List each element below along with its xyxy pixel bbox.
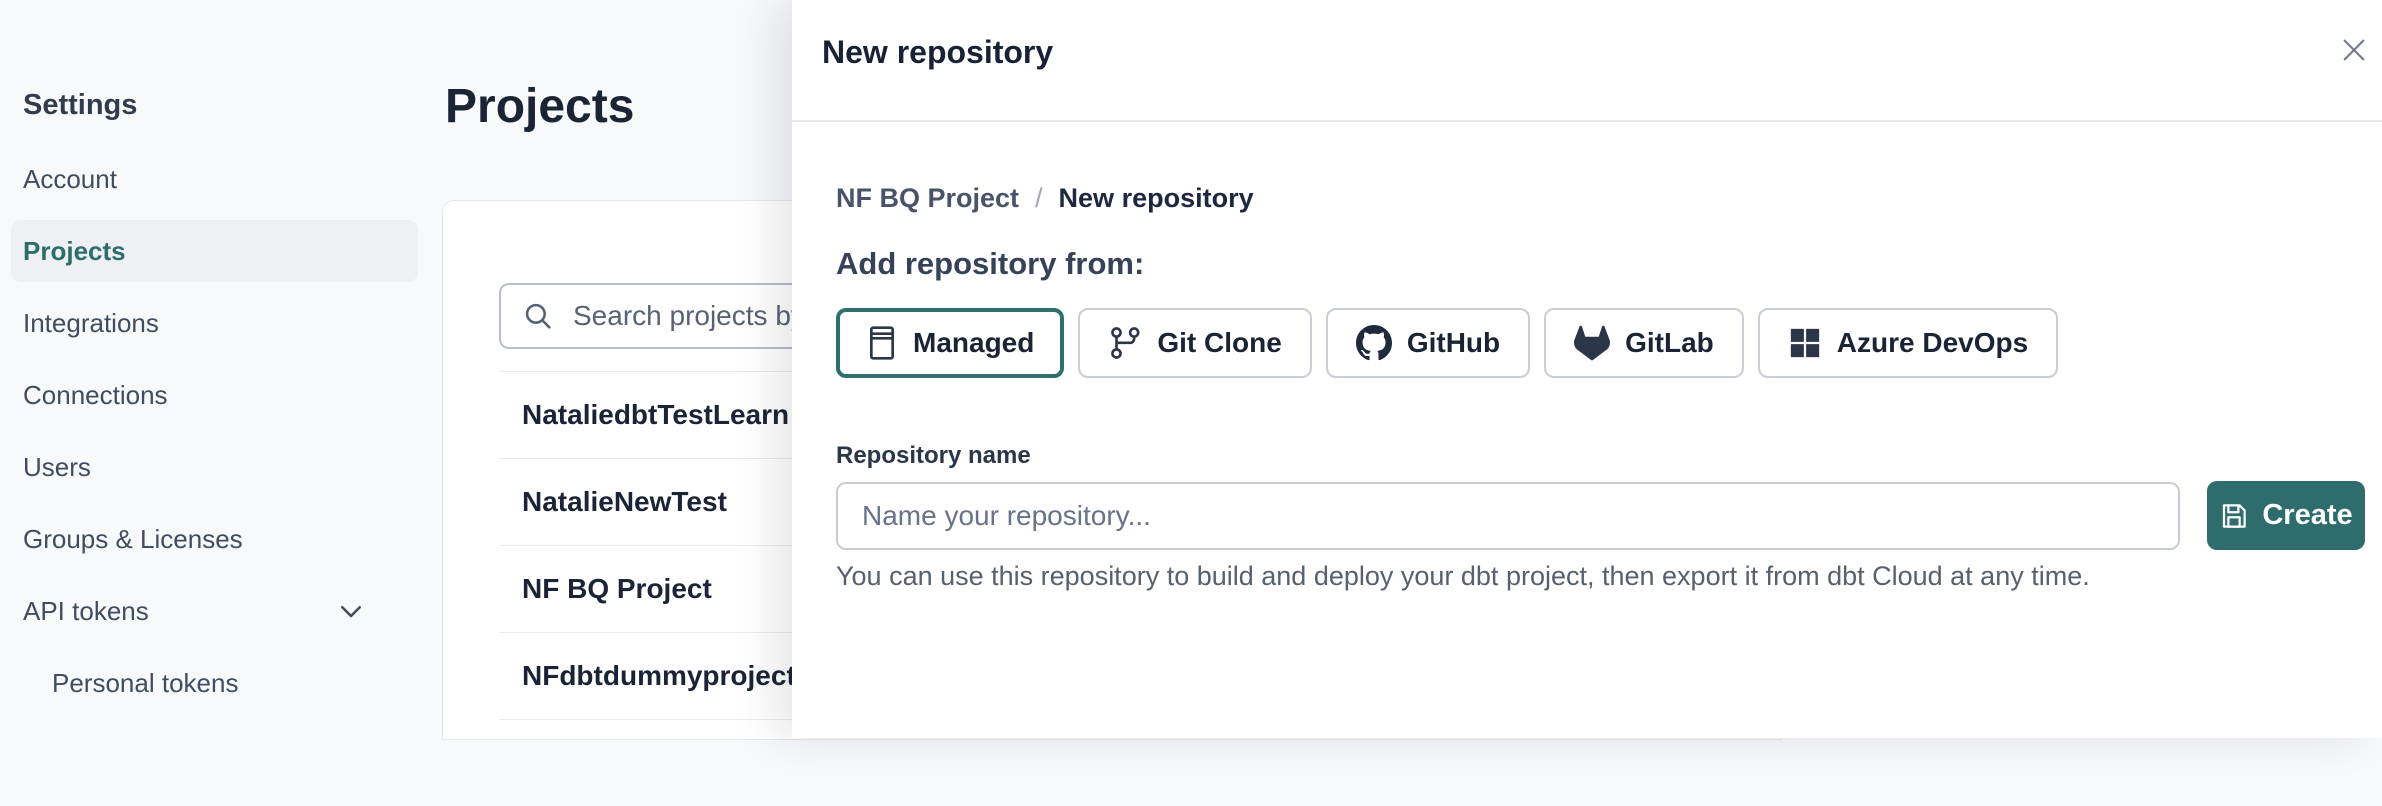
modal-body: NF BQ Project / New repository Add repos… [792,122,2382,591]
close-icon [2343,39,2365,61]
create-button-label: Create [2262,499,2353,531]
new-repository-modal: New repository NF BQ Project / New repos… [792,0,2382,738]
azure-devops-icon [1790,328,1819,358]
source-gitlab-button[interactable]: GitLab [1544,308,1744,378]
github-icon [1355,325,1392,361]
git-branch-icon [1111,327,1140,359]
page-title: Projects [445,80,635,133]
sidebar-item-users[interactable]: Users [0,431,430,503]
sidebar-item-label: API tokens [23,595,149,626]
repository-name-row: Create [836,481,2365,550]
sidebar-item-label: Connections [23,379,168,410]
sidebar-item-label: Projects [23,235,126,266]
sidebar-item-personal-tokens[interactable]: Personal tokens [0,647,430,719]
settings-nav: Account Projects Integrations Connection… [0,143,430,719]
repository-helper-text: You can use this repository to build and… [836,561,2090,591]
project-name: NFdbtdummyproject [522,660,796,691]
sidebar-item-connections[interactable]: Connections [0,359,430,431]
add-repository-heading: Add repository from: [836,246,1145,281]
source-git-clone-button[interactable]: Git Clone [1078,308,1312,378]
source-managed-button[interactable]: Managed [836,308,1065,378]
breadcrumb: NF BQ Project / New repository [836,178,2365,218]
sidebar-item-groups-licenses[interactable]: Groups & Licenses [0,503,430,575]
close-button[interactable] [2334,30,2374,70]
repository-name-label: Repository name [836,442,1031,469]
source-option-label: Managed [913,327,1035,358]
gitlab-icon [1574,325,1611,361]
source-option-label: Azure DevOps [1836,327,2029,358]
chevron-down-icon [336,596,366,626]
sidebar-item-integrations[interactable]: Integrations [0,287,430,359]
create-button[interactable]: Create [2207,481,2365,550]
sidebar-item-label: Groups & Licenses [23,523,243,554]
modal-header: New repository [792,0,2382,122]
breadcrumb-current: New repository [1058,183,1254,213]
sidebar-item-account[interactable]: Account [0,143,430,215]
source-option-label: GitHub [1406,327,1501,358]
sidebar-item-label: Users [23,451,91,482]
project-name: NF BQ Project [522,573,712,604]
sidebar-item-label: Integrations [23,307,159,338]
source-github-button[interactable]: GitHub [1325,308,1531,378]
save-icon [2223,503,2247,528]
breadcrumb-separator: / [1035,183,1043,213]
sidebar-title: Settings [23,89,138,121]
project-name: NataliedbtTestLearn T [522,399,814,430]
repository-name-input[interactable] [836,481,2180,550]
sidebar-item-label: Account [23,163,117,194]
source-option-label: GitLab [1625,327,1714,358]
modal-title: New repository [822,34,1054,70]
repo-icon [870,326,894,360]
source-azure-devops-button[interactable]: Azure DevOps [1757,308,2059,378]
sidebar-item-label: Personal tokens [52,667,239,698]
settings-sidebar: Settings Account Projects Integrations C… [0,0,430,738]
breadcrumb-parent[interactable]: NF BQ Project [836,183,1020,213]
sidebar-item-api-tokens[interactable]: API tokens [0,575,430,647]
repo-source-options: Managed Git Clone GitHub GitLab Azure De… [836,308,2365,378]
source-option-label: Git Clone [1157,327,1282,358]
sidebar-item-projects[interactable]: Projects [11,220,418,282]
project-name: NatalieNewTest [522,486,727,517]
search-icon [525,303,551,329]
